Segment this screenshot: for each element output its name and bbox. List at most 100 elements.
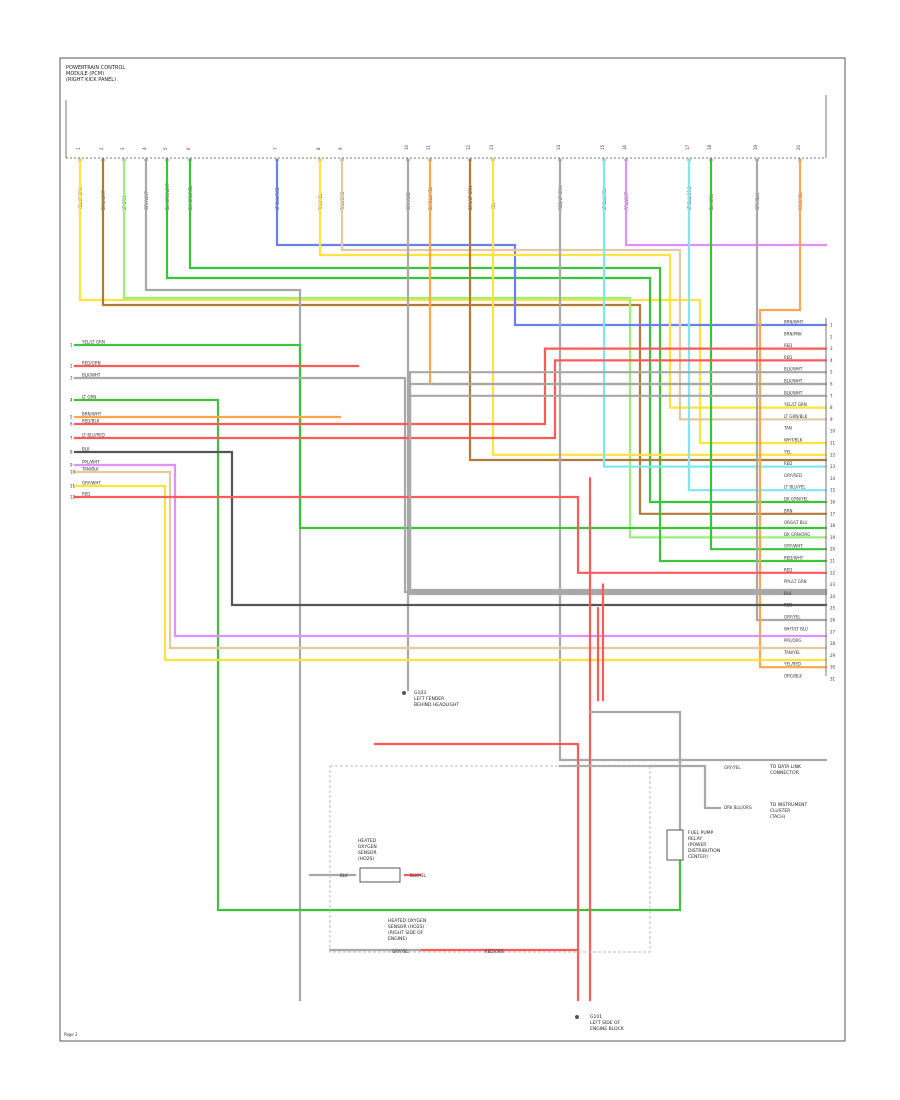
right-wire-label: GRY/WHT bbox=[784, 544, 803, 549]
left-pin-number: 4 bbox=[70, 398, 73, 403]
wire bbox=[491, 158, 828, 456]
top-pin-label: 1 bbox=[76, 147, 81, 150]
right-wire-label: ORG/LT BLU bbox=[784, 520, 808, 525]
top-pin-label: 12 bbox=[466, 144, 471, 150]
right-pin-number: 7 bbox=[830, 393, 833, 398]
right-wire-label: WHT/BLK bbox=[784, 438, 803, 443]
right-pin-number: 14 bbox=[830, 476, 836, 481]
left-pin-number: 3 bbox=[70, 376, 73, 381]
left-wire-label: BLK/WHT bbox=[82, 373, 101, 378]
right-wire-label: TAN/YEL bbox=[783, 650, 801, 655]
right-pin-number: 8 bbox=[830, 405, 833, 410]
wire bbox=[602, 158, 828, 468]
o2-left-sensor: HEATED OXYGEN SENSOR (HO2S) BLK BLK/YEL bbox=[340, 838, 427, 883]
right-pin-number: 12 bbox=[830, 452, 836, 457]
left-pin-number: 9 bbox=[70, 463, 73, 468]
wire bbox=[624, 158, 828, 247]
relay-label-1: FUEL PUMP bbox=[688, 830, 714, 836]
o2-right-label-1: HEATED OXYGEN bbox=[388, 918, 426, 924]
right-pin-number: 19 bbox=[830, 535, 836, 540]
relay-label-4: DISTRIBUTION bbox=[688, 848, 720, 854]
o2-left-body bbox=[359, 867, 401, 883]
ground-g101-point bbox=[575, 1015, 579, 1019]
right-wire-label: YEL/RED bbox=[783, 662, 801, 667]
right-pin-number: 11 bbox=[830, 441, 836, 446]
module-location: (RIGHT KICK PANEL) bbox=[66, 77, 116, 83]
wire bbox=[101, 158, 828, 515]
wire bbox=[73, 359, 828, 440]
left-pin-number: 12 bbox=[70, 495, 76, 500]
wire bbox=[687, 158, 828, 492]
right-pin-number: 9 bbox=[830, 417, 833, 422]
right-wire-label: LT GRN/BLK bbox=[784, 414, 808, 419]
right-label-group: BRN/WHT1BRN/PNK2RED3RED4BLK/WHT5BLK/WHT6… bbox=[783, 320, 836, 682]
ground-g103-point bbox=[402, 691, 406, 695]
wire bbox=[73, 343, 828, 530]
o2-right-wire-b: RED/GRN bbox=[485, 949, 504, 954]
right-pin-number: 4 bbox=[830, 358, 833, 363]
o2-left-label-3: SENSOR bbox=[358, 850, 377, 856]
ref1-label-1: TO DATA LINK bbox=[769, 764, 802, 770]
right-pin-number: 27 bbox=[830, 629, 836, 634]
diagram-frame bbox=[59, 57, 846, 1042]
left-pin-number: 8 bbox=[70, 450, 73, 455]
right-wire-label: PPL/ORG bbox=[784, 638, 801, 643]
wire bbox=[165, 158, 828, 504]
right-wire-label: BLK/WHT bbox=[784, 390, 803, 395]
fuel-pump-relay: FUEL PUMP RELAY (POWER DISTRIBUTION CENT… bbox=[666, 829, 720, 861]
ground-g101-label-3: ENGINE BLOCK bbox=[590, 1026, 625, 1032]
top-pin-label: 16 bbox=[622, 144, 627, 150]
right-pin-number: 2 bbox=[830, 334, 833, 339]
o2-right-label-2: SENSOR (HO2S) bbox=[388, 924, 424, 930]
wire bbox=[755, 158, 828, 622]
top-pin-label: 14 bbox=[556, 144, 561, 150]
ref2-label-3: (TACH) bbox=[770, 814, 786, 820]
o2-left-label-4: (HO2S) bbox=[358, 856, 374, 862]
top-pin-label: 5 bbox=[163, 147, 168, 150]
wire bbox=[408, 394, 828, 596]
relay-label-5: CENTER) bbox=[688, 854, 708, 860]
left-wire-label: RED bbox=[82, 492, 90, 497]
right-pin-number: 21 bbox=[830, 559, 836, 564]
ground-g101-label-2: LEFT SIDE OF bbox=[590, 1020, 621, 1026]
left-wire-label: TAN/BLK bbox=[81, 467, 99, 472]
right-pin-number: 25 bbox=[830, 606, 836, 611]
o2-left-label-1: HEATED bbox=[358, 838, 377, 844]
top-pin-label: 4 bbox=[142, 147, 147, 150]
top-pin-label: 15 bbox=[600, 144, 605, 150]
right-pin-number: 13 bbox=[830, 464, 836, 469]
right-pin-number: 23 bbox=[830, 582, 836, 587]
relay-label-2: RELAY bbox=[688, 836, 702, 842]
wire bbox=[188, 158, 828, 563]
module-title: POWERTRAIN CONTROL bbox=[66, 65, 125, 71]
o2-left-wire-a: BLK bbox=[340, 873, 348, 878]
wire bbox=[122, 158, 828, 539]
left-wire-label: BRN/WHT bbox=[82, 412, 102, 417]
left-pin-number: 5 bbox=[70, 415, 73, 420]
right-pin-number: 22 bbox=[830, 570, 836, 575]
right-wire-label: RED/WHT bbox=[784, 556, 804, 561]
right-wire-label: RED bbox=[784, 603, 792, 608]
module-title-2: MODULE (PCM) bbox=[66, 71, 104, 77]
right-pin-number: 26 bbox=[830, 618, 836, 623]
wire bbox=[318, 158, 828, 409]
wire bbox=[588, 710, 682, 832]
right-pin-number: 6 bbox=[830, 382, 833, 387]
o2-right-wire-a: GRY/YEL bbox=[392, 949, 409, 954]
left-pin-number: 6 bbox=[70, 422, 73, 427]
o2-right-label-3: (RIGHT SIDE OF bbox=[388, 930, 424, 936]
wire bbox=[703, 768, 722, 810]
ref2-label-2: CLUSTER bbox=[770, 808, 790, 814]
wire bbox=[73, 347, 828, 426]
ground-g103-label-1: G103 bbox=[414, 690, 426, 696]
wire bbox=[340, 158, 828, 421]
ref1-wire-label: GRY/YEL bbox=[724, 765, 741, 770]
right-wire-label: BRN bbox=[784, 508, 793, 513]
right-wire-label: BRN/PNK bbox=[784, 331, 802, 336]
right-pin-number: 16 bbox=[830, 500, 836, 505]
wire bbox=[558, 764, 707, 772]
wire bbox=[373, 742, 580, 1002]
left-wire-label: RED/BLK bbox=[82, 419, 100, 424]
